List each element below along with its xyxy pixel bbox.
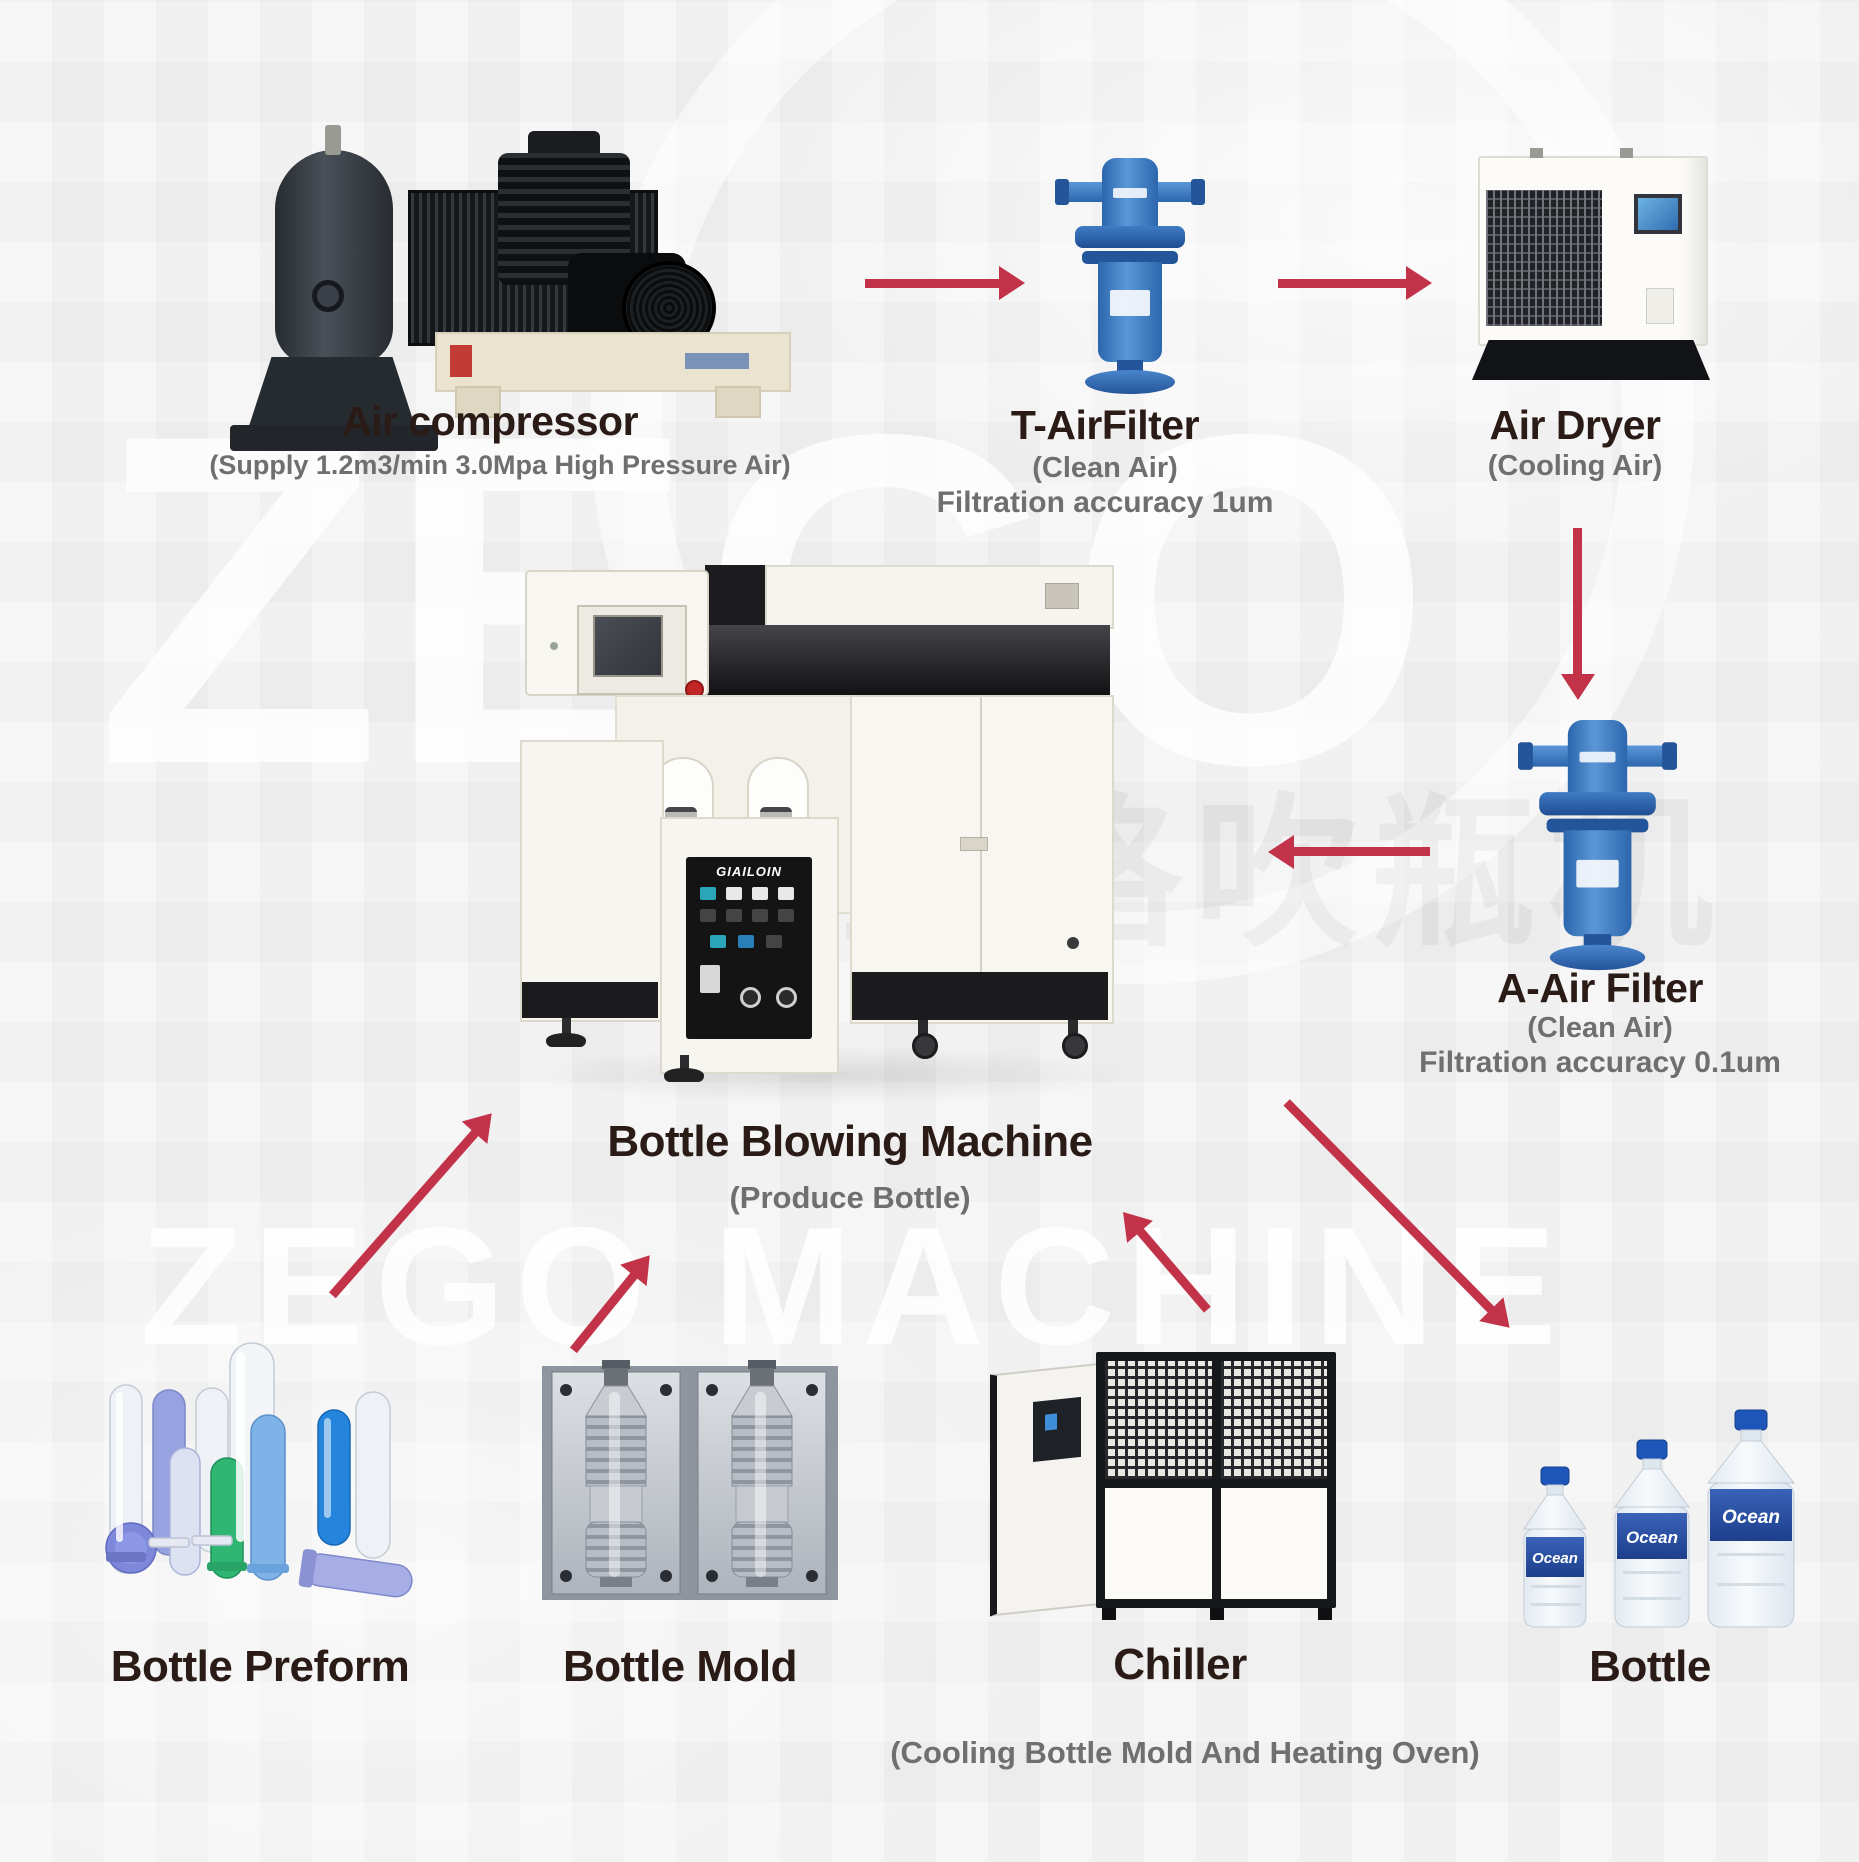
air-compressor-image: [230, 95, 791, 455]
bottle-label-large: Ocean: [1722, 1507, 1780, 1528]
blowing-machine-title: Bottle Blowing Machine: [607, 1117, 1093, 1166]
bottle-preform-title: Bottle Preform: [110, 1642, 410, 1691]
chiller-subtitle: (Cooling Bottle Mold And Heating Oven): [890, 1735, 1480, 1770]
machine-control-panel: GIAILOIN: [686, 857, 812, 1039]
machine-brand-label: GIAILOIN: [716, 864, 782, 879]
t-air-filter-note: Filtration accuracy 1um: [936, 486, 1274, 519]
t-air-filter-title: T-AirFilter: [1010, 402, 1200, 448]
a-air-filter-image: [1518, 720, 1677, 974]
bottle-preform-image: [105, 1342, 413, 1598]
t-air-filter-subtitle: (Clean Air): [1032, 452, 1178, 484]
air-dryer-image: [1468, 148, 1716, 388]
t-air-filter-image: [1055, 158, 1205, 398]
a-air-filter-subtitle: (Clean Air): [1527, 1012, 1673, 1044]
a-air-filter-title: A-Air Filter: [1497, 965, 1703, 1011]
air-compressor-subtitle: (Supply 1.2m3/min 3.0Mpa High Pressure A…: [209, 450, 791, 480]
bottle-blowing-machine-image: GIAILOIN: [520, 555, 1114, 1100]
bottle-image: Ocean Ocean Ocean: [1523, 1409, 1796, 1628]
bottle-title: Bottle: [1589, 1642, 1711, 1691]
air-dryer-title: Air Dryer: [1489, 402, 1661, 448]
chiller-title: Chiller: [1113, 1640, 1247, 1689]
blowing-machine-subtitle: (Produce Bottle): [729, 1180, 971, 1215]
bottle-mold-image: [542, 1360, 838, 1600]
watermark-brand-line: ZEGO MACHINE: [140, 1192, 1567, 1380]
bottle-label-medium: Ocean: [1626, 1528, 1678, 1547]
air-compressor-title: Air compressor: [341, 398, 639, 444]
bottle-label-small: Ocean: [1532, 1550, 1578, 1567]
bottle-mold-title: Bottle Mold: [562, 1642, 798, 1691]
chiller-image: [990, 1348, 1340, 1623]
air-dryer-subtitle: (Cooling Air): [1487, 450, 1663, 482]
a-air-filter-note: Filtration accuracy 0.1um: [1419, 1046, 1781, 1079]
